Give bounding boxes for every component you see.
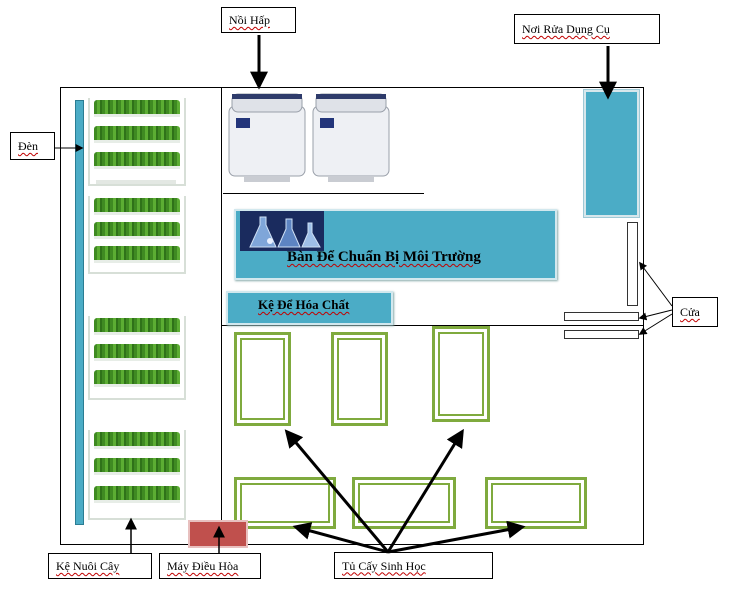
- bio-cabinet: [352, 477, 456, 529]
- arrow-tu-cay: [284, 429, 390, 553]
- label-den: Đèn: [10, 132, 55, 160]
- grow-shelf-icon: [82, 98, 192, 188]
- label-noi-hap: Nồi Hấp: [221, 7, 296, 33]
- bio-cabinet: [432, 326, 490, 422]
- autoclave-icon: [228, 93, 306, 182]
- arrow-tu-cay: [386, 428, 464, 553]
- label-may-dieu-hoa: Máy Điều Hòa: [159, 553, 261, 579]
- arrow-cua: [639, 261, 673, 307]
- door: [627, 222, 638, 306]
- autoclave-icon: [312, 93, 390, 182]
- bio-cabinet: [234, 332, 291, 426]
- grow-shelf-icon: [82, 316, 192, 402]
- partition-vertical: [221, 88, 222, 545]
- grow-shelf-icon: [82, 196, 192, 276]
- lamp-bar: [75, 100, 84, 525]
- grow-shelf-icon: [82, 430, 192, 522]
- arrow-cua: [638, 309, 673, 321]
- chemical-shelf-label: Kệ Để Hóa Chất: [258, 297, 350, 312]
- label-tu-cay: Tủ Cấy Sinh Học: [334, 552, 493, 579]
- arrow-cua: [638, 313, 673, 335]
- label-cua: Cửa: [672, 297, 718, 327]
- door: [564, 330, 639, 339]
- autoclave-floor-line: [223, 193, 424, 194]
- partition-horizontal: [221, 325, 643, 326]
- bio-cabinet: [485, 477, 587, 529]
- lab-flasks-icon: [240, 211, 324, 251]
- arrow-tu-cay: [292, 522, 389, 554]
- bio-cabinet: [331, 332, 388, 426]
- chemical-shelf: [226, 291, 393, 325]
- prep-table-label: Bàn Để Chuẩn Bị Môi Trường: [287, 249, 481, 265]
- label-noi-rua: Nơi Rửa Dụng Cụ: [514, 14, 660, 44]
- bio-cabinet: [234, 477, 336, 529]
- arrow-tu-cay: [387, 520, 526, 554]
- label-ke-nuoi-cay: Kệ Nuôi Cây: [48, 553, 152, 579]
